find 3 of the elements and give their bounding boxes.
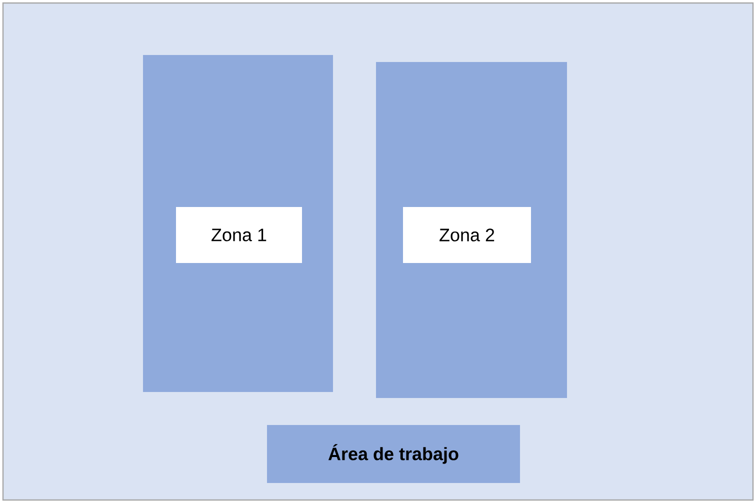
area-label-box: Área de trabajo [267, 425, 520, 483]
zone-rectangle: Zona 1 [143, 55, 333, 392]
zone-rectangle: Zona 2 [376, 62, 567, 398]
